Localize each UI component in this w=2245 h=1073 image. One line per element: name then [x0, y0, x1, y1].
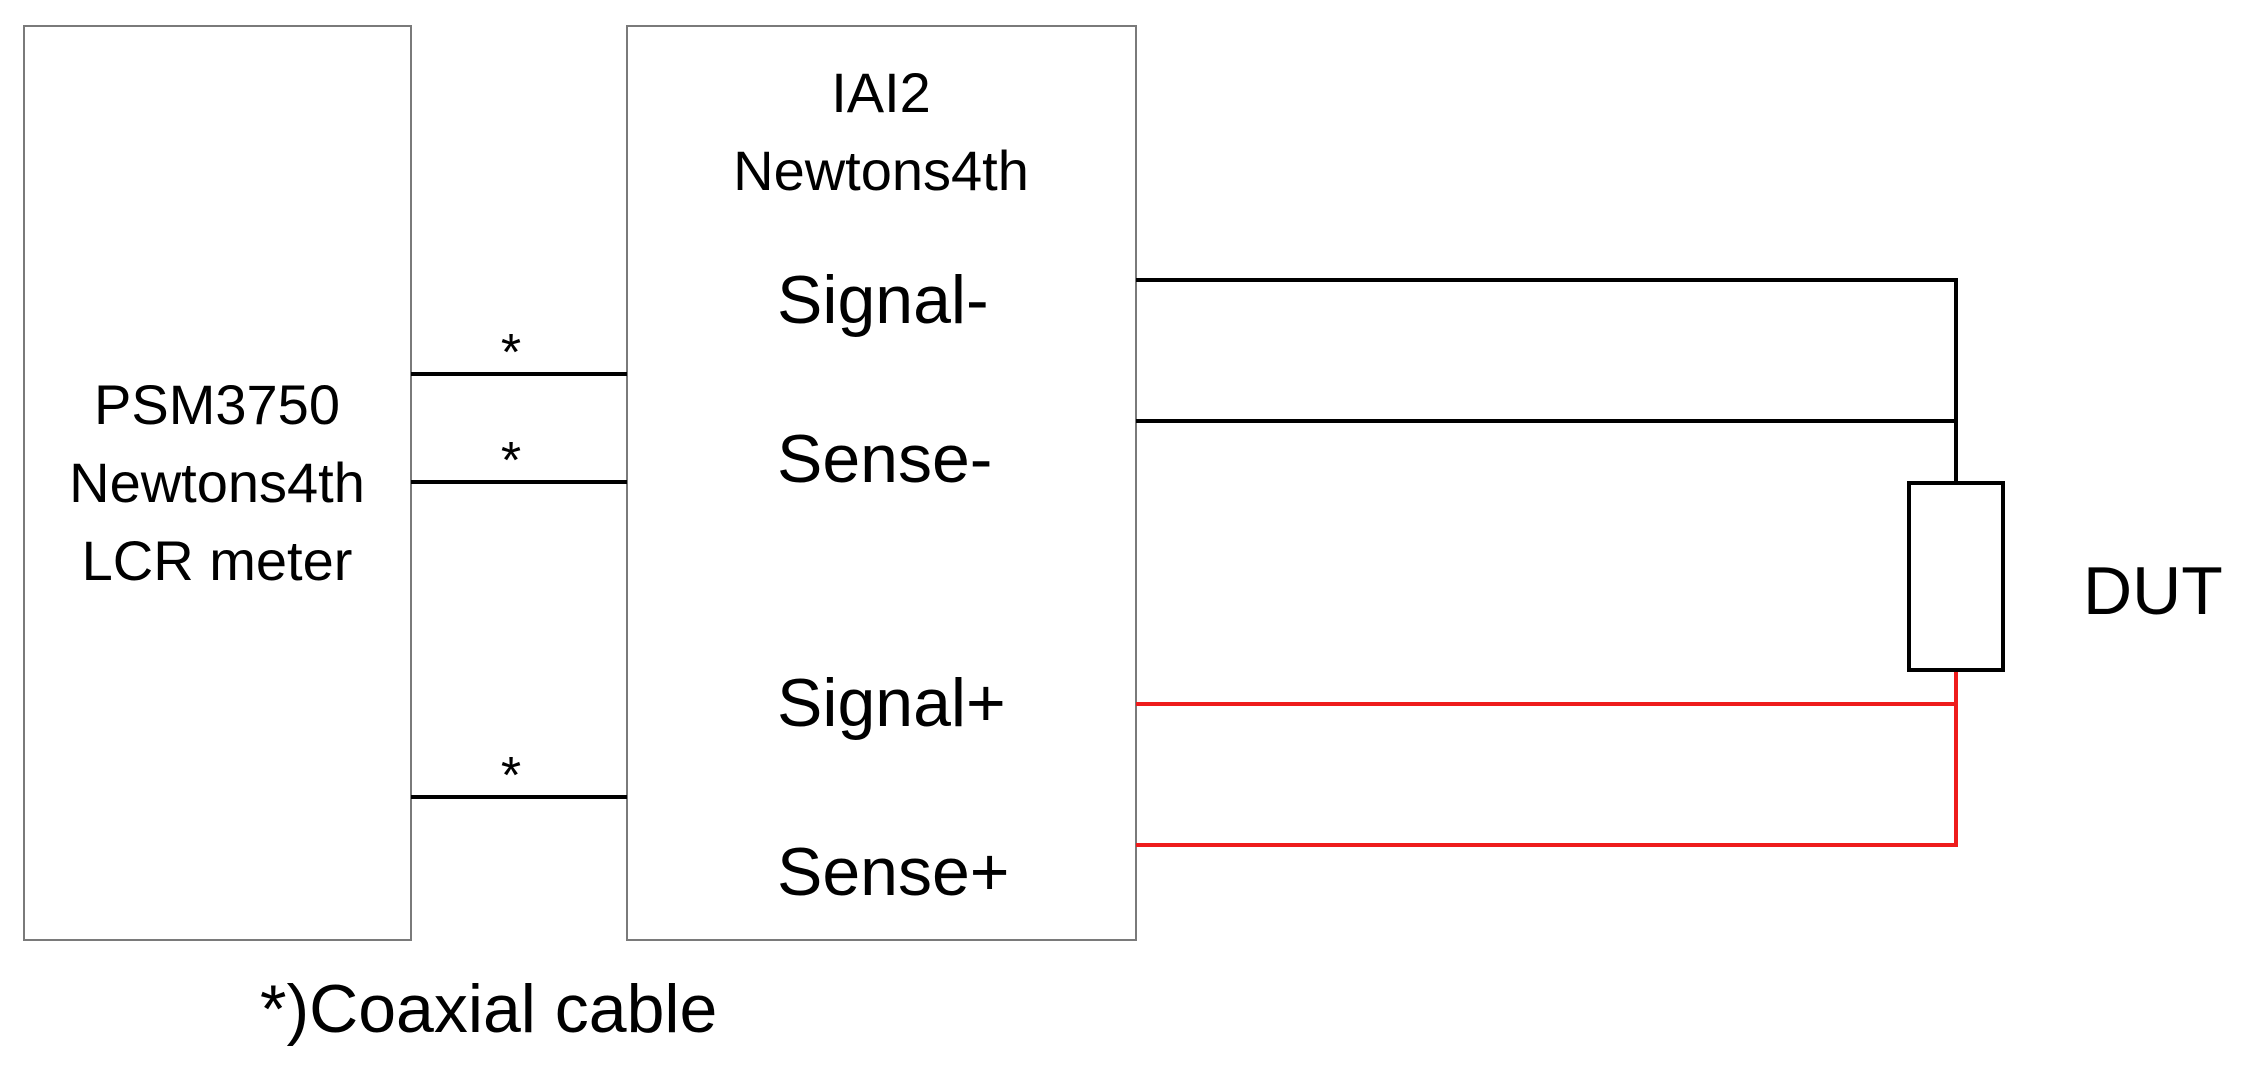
dut-label: DUT: [2083, 553, 2223, 629]
coax-marker-3: *: [501, 747, 521, 805]
coax-marker-1: *: [501, 324, 521, 382]
lcr-meter-label-line1: PSM3750: [94, 373, 340, 436]
coax-marker-2: *: [501, 432, 521, 490]
terminal-signal-minus: Signal-: [777, 262, 989, 338]
terminal-signal-plus: Signal+: [777, 665, 1006, 741]
dut-component: [1907, 481, 2005, 672]
lcr-meter-label-line3: LCR meter: [82, 529, 353, 592]
interface-label-line2: Newtons4th: [733, 139, 1029, 202]
terminal-sense-minus: Sense-: [777, 421, 992, 497]
interface-label-line1: IAI2: [831, 61, 931, 124]
footnote-coaxial: *)Coaxial cable: [260, 971, 717, 1047]
interface-box: [626, 25, 1137, 941]
lcr-meter-label-line2: Newtons4th: [69, 451, 365, 514]
lcr-meter-box: [23, 25, 412, 941]
terminal-sense-plus: Sense+: [777, 834, 1010, 910]
